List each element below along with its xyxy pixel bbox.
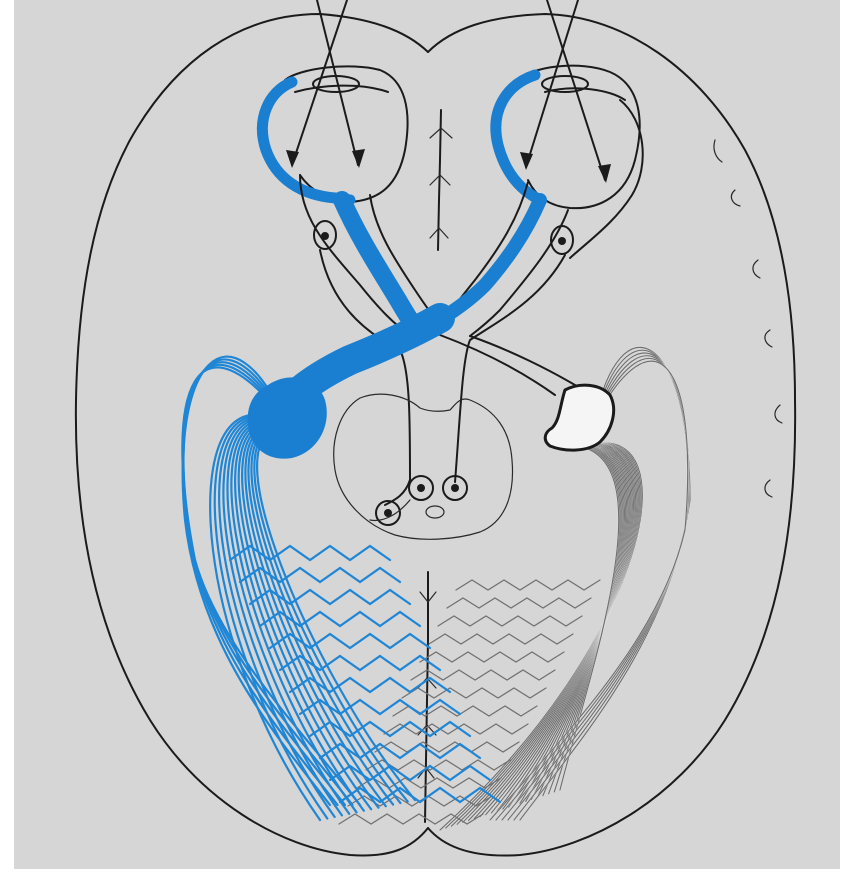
nucleus-cell-2 <box>451 484 459 492</box>
left-optic-radiation <box>182 357 500 820</box>
arrowhead-1 <box>286 150 299 168</box>
gray-crosshatch <box>447 598 591 608</box>
gray-crosshatch <box>402 688 546 698</box>
arrowhead-3 <box>520 152 533 170</box>
gray-radiation-fiber-fill <box>486 444 634 814</box>
gray-radiation-fiber-fill <box>463 444 638 823</box>
sulcus-marks <box>714 140 782 497</box>
ray-left-2 <box>292 0 347 165</box>
right-eyeball-inner <box>545 88 625 100</box>
gray-radiation-fiber <box>486 444 634 814</box>
gray-radiation-fiber <box>440 443 642 830</box>
right-optic-radiation <box>339 347 690 830</box>
blue-radiation-fiber <box>249 428 394 804</box>
gray-crosshatch <box>438 616 582 626</box>
right-radiation-fibers <box>339 347 690 830</box>
arrowhead-2 <box>352 149 365 168</box>
right-optic-tract-lower <box>470 336 580 388</box>
left-radiation-fibers <box>182 357 500 820</box>
midbrain <box>334 394 513 539</box>
gray-radiation-fiber <box>463 444 638 823</box>
midbrain-outline <box>334 394 513 539</box>
gray-crosshatch <box>429 634 573 644</box>
optic-pathway-outline <box>300 175 580 505</box>
right-hemisphere-outline <box>428 14 795 856</box>
gray-crosshatch <box>420 652 564 662</box>
right-ciliary-ganglion-cell <box>558 237 566 245</box>
cerebral-aqueduct <box>426 506 444 518</box>
gray-crosshatch <box>375 742 519 752</box>
ray-right-2 <box>526 0 578 167</box>
left-eyeball <box>285 66 408 202</box>
blue-radiation-fiber <box>219 418 334 817</box>
highlighted-optic-pathway <box>248 200 540 459</box>
blue-crosshatch <box>270 634 430 648</box>
ray-left-1 <box>317 0 358 165</box>
blue-crosshatch <box>280 656 440 670</box>
nucleus-cell-1 <box>417 484 425 492</box>
gray-radiation-fiber-fill <box>440 443 642 830</box>
gray-crosshatch <box>456 580 600 590</box>
right-retina <box>496 75 540 200</box>
left-eye <box>262 66 407 202</box>
blue-crosshatch <box>240 568 400 582</box>
right-eyeball <box>515 66 640 209</box>
